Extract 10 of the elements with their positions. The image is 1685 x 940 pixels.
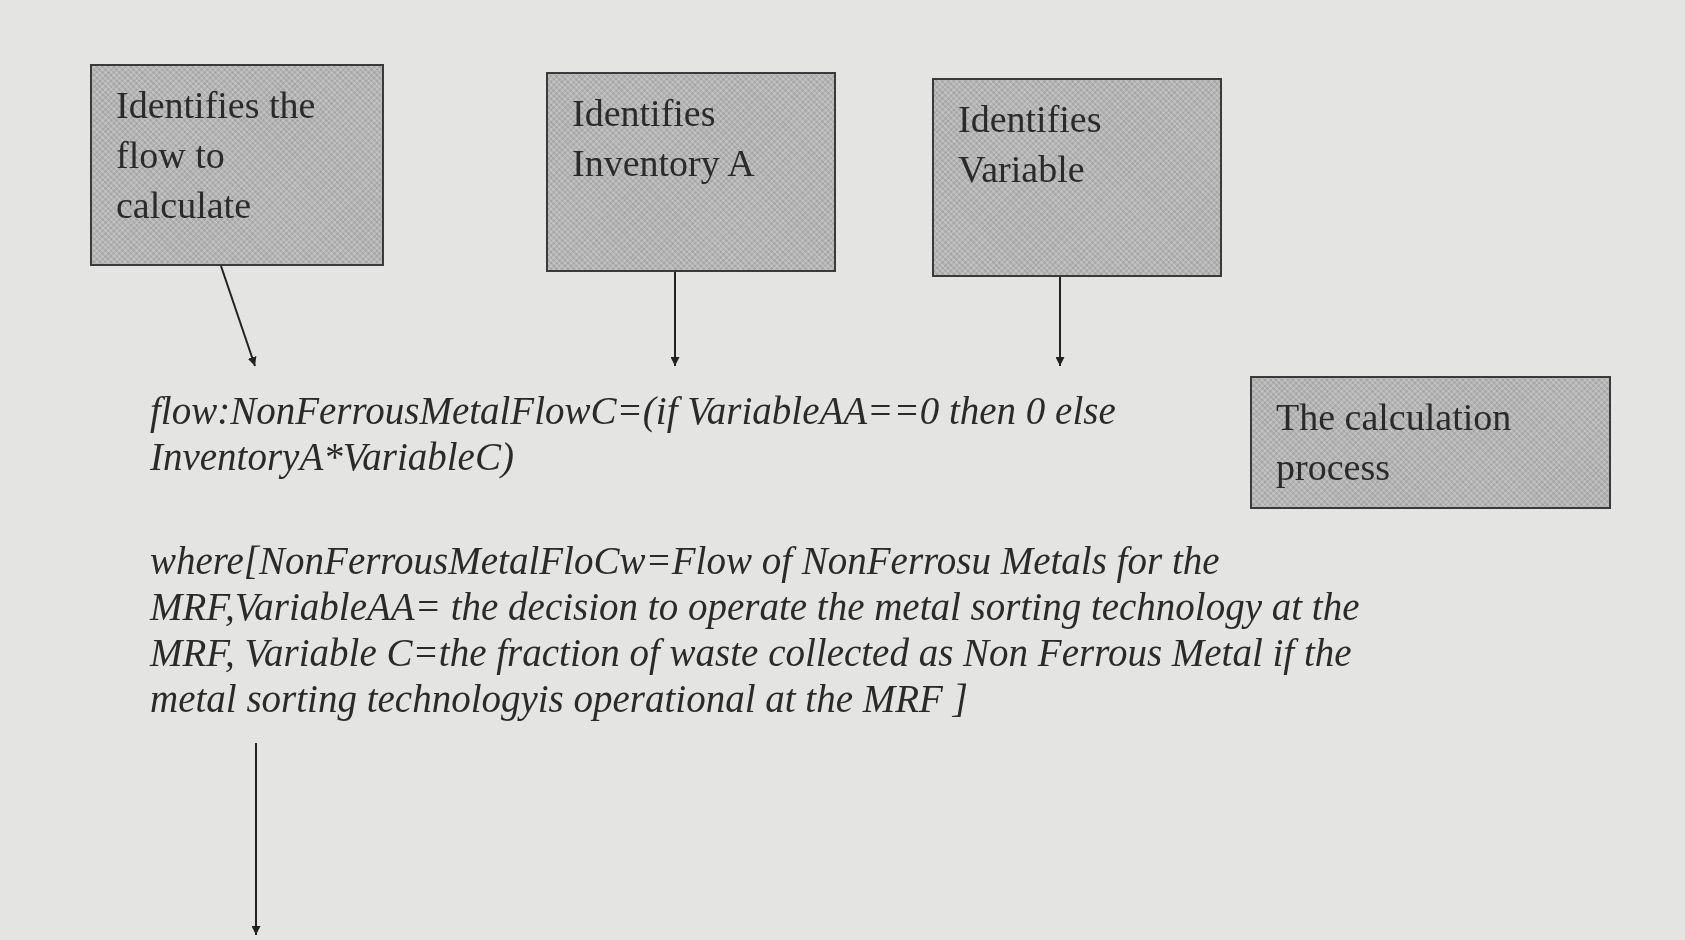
definition-text: where[NonFerrousMetalFloCw=Flow of NonFerrosu Metals for the MRF,VariableAA= the decision to operate the metal sorting technology at the MRF, Variable C=the fraction of waste collected as Non Ferrous Metal if the metal sorting technologyis operational at the MRF ]: [150, 538, 1395, 743]
arrow: [670, 271, 680, 367]
arrow: [1055, 276, 1065, 367]
process-box: Identifies Variable: [932, 78, 1222, 277]
arrow: [251, 742, 261, 936]
process-box: The calculation process: [1250, 376, 1611, 509]
process-box: Identifies the flow to calculate: [90, 64, 384, 266]
formula-text: flow:NonFerrousMetalFlowC=(if VariableAA==0 then 0 else InventoryA*VariableC): [150, 366, 1230, 481]
arrow: [220, 265, 257, 367]
process-box: Identifies Inventory A: [546, 72, 836, 272]
